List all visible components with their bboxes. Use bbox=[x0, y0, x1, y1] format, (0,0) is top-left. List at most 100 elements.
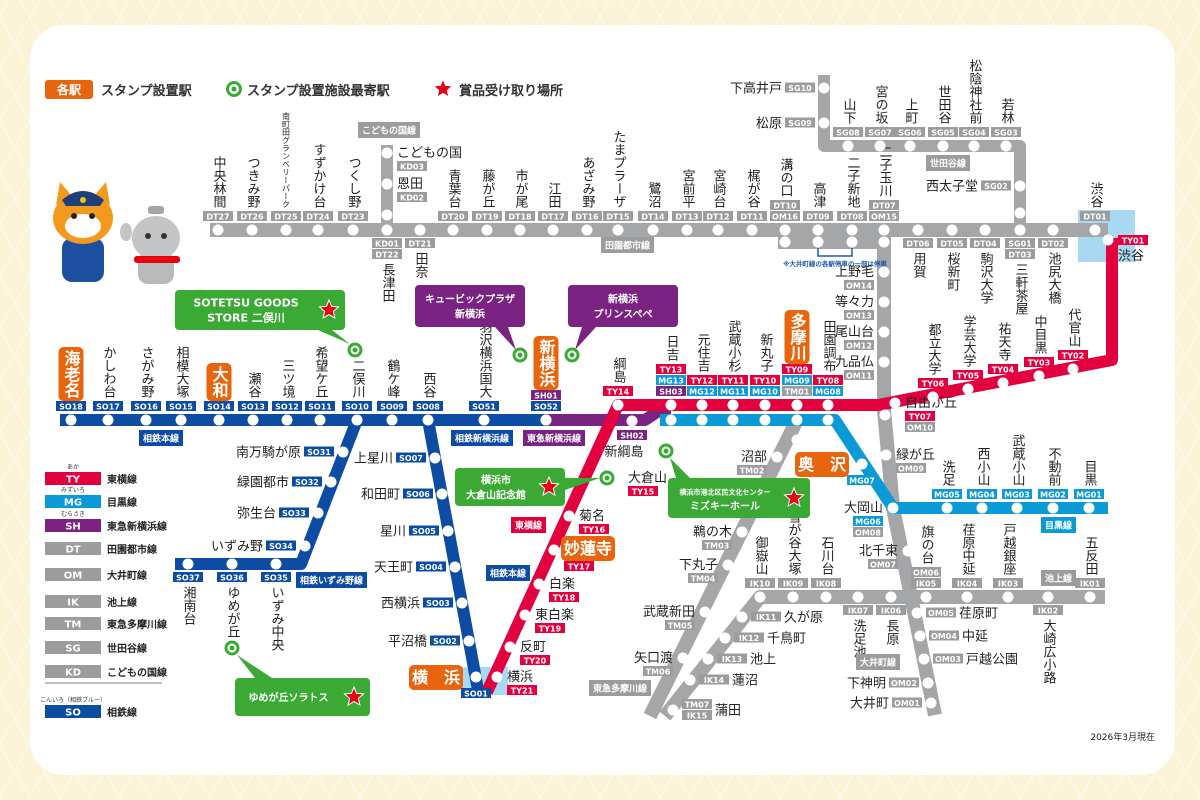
facility-callout[interactable]: ゆめが丘ソラトス bbox=[235, 655, 370, 716]
